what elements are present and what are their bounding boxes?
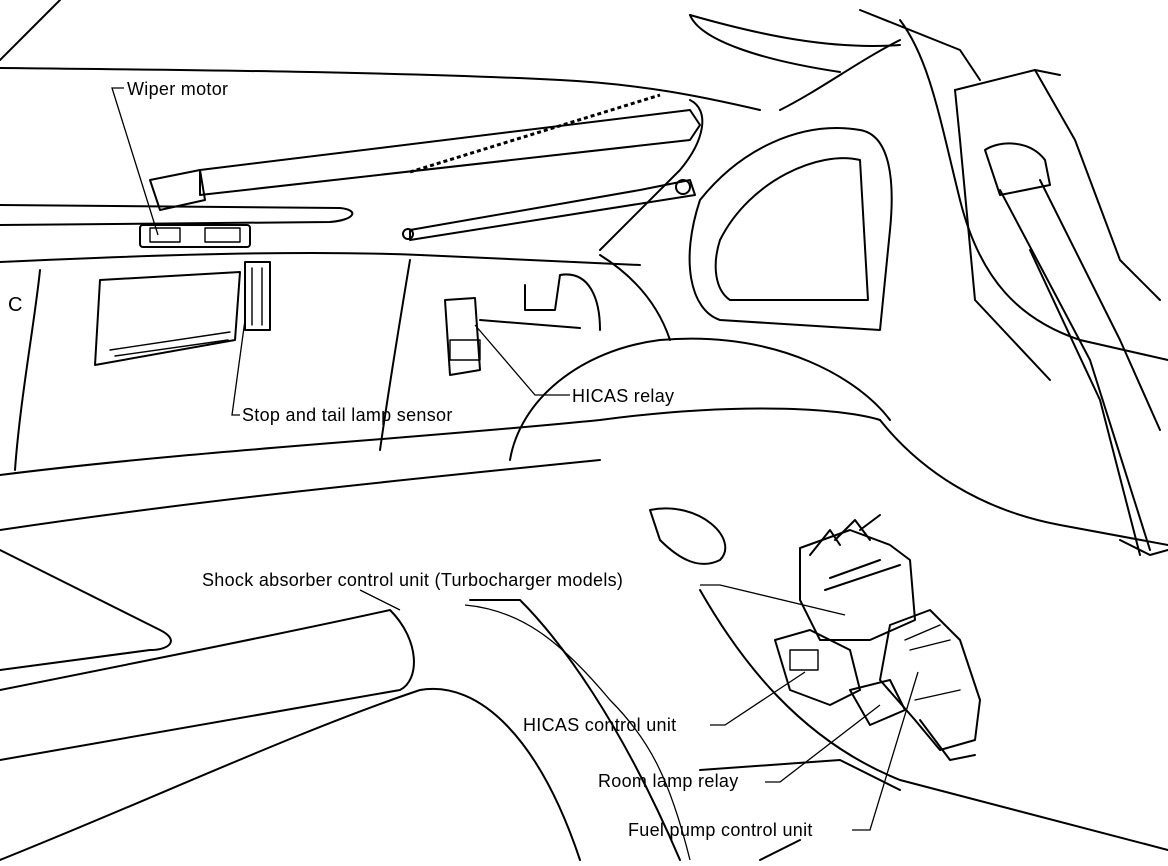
floor-tick xyxy=(759,839,801,861)
label-corner-letter: C xyxy=(8,294,23,316)
side-trim-edge xyxy=(379,259,411,451)
seat-back-top xyxy=(0,407,881,476)
seat-back-line xyxy=(0,459,601,531)
label-hicas-control-unit: HICAS control unit xyxy=(523,715,677,735)
shelf-front xyxy=(0,251,641,266)
pillar-trim-left xyxy=(954,89,1051,381)
shock-absorber-unit-body xyxy=(799,529,916,641)
shelf-edge xyxy=(0,204,354,226)
floor-panel xyxy=(0,687,581,861)
leader-shock-absorber xyxy=(700,584,846,616)
label-room-lamp-relay: Room lamp relay xyxy=(598,771,739,791)
belt-buckle xyxy=(1119,539,1168,556)
rear-quarter-lower xyxy=(879,419,1168,546)
side-trim-bracket xyxy=(524,273,601,331)
leader-stop-tail xyxy=(231,319,246,416)
floor-step xyxy=(699,759,901,791)
leader-room-lamp xyxy=(765,704,881,783)
wiper-motor-detail-1 xyxy=(149,227,181,243)
wiper-motor-detail-2 xyxy=(204,227,241,243)
label-wiper-motor: Wiper motor xyxy=(127,79,229,99)
seatbelt-strap-right xyxy=(1039,179,1161,431)
room-lamp-relay-body xyxy=(849,679,906,726)
left-trim-panel xyxy=(94,271,241,366)
upper-trim-lower xyxy=(689,14,841,73)
pillar-trim-right xyxy=(1034,69,1161,301)
wiper-pivot xyxy=(149,169,206,211)
hicas-control-unit-connector xyxy=(789,649,819,671)
leader-hicas-relay xyxy=(474,324,570,396)
quarter-window-inner xyxy=(714,157,869,301)
strut-end xyxy=(675,179,691,195)
floor-rail xyxy=(699,589,1168,851)
leader-hicas-control xyxy=(710,671,806,726)
floor-rib xyxy=(469,599,681,861)
label-stop-tail-lamp-sensor: Stop and tail lamp sensor xyxy=(242,405,453,425)
shock-absorber-wires xyxy=(824,559,901,591)
leader-fuel-pump xyxy=(852,671,919,831)
hicas-relay-connector xyxy=(449,339,481,361)
stop-tail-sensor-detail xyxy=(251,267,263,326)
seat-cushion-left xyxy=(0,549,172,671)
fuel-pump-unit-body xyxy=(879,609,981,751)
label-fuel-pump-control-unit: Fuel pump control unit xyxy=(628,820,813,840)
left-c-trim xyxy=(14,269,41,471)
c-pillar-top xyxy=(779,39,901,111)
label-shock-absorber-control-unit: Shock absorber control unit (Turbocharge… xyxy=(202,570,624,590)
roof-edge-line xyxy=(0,0,61,61)
strut-rod xyxy=(409,179,696,241)
fuel-pump-unit-detail xyxy=(904,624,961,701)
seat-cushion-center xyxy=(0,609,415,761)
seatbelt-strap-inner xyxy=(1029,249,1141,556)
wiper-blade xyxy=(409,93,661,174)
stop-tail-sensor-body xyxy=(244,261,271,331)
strut-start xyxy=(402,228,414,240)
c-pillar-outer xyxy=(899,19,1168,361)
hatch-opening-edge xyxy=(599,99,704,251)
wiper-arm xyxy=(199,109,701,196)
wheel-arch xyxy=(509,337,891,461)
upper-trim-line xyxy=(689,14,901,47)
floor-bump xyxy=(649,507,727,565)
fuel-pump-unit-mount xyxy=(919,719,976,761)
left-trim-grille xyxy=(109,331,231,357)
leader-shock-ext xyxy=(359,589,401,611)
wheel-house-top xyxy=(599,254,671,341)
trim-contour xyxy=(464,604,691,861)
roof-lining-line xyxy=(0,67,761,111)
hicas-control-unit-body xyxy=(774,629,861,706)
shock-absorber-brackets xyxy=(809,514,881,556)
label-hicas-relay: HICAS relay xyxy=(572,386,675,406)
seatbelt-strap-left xyxy=(999,189,1151,551)
wiper-motor-body xyxy=(139,224,251,248)
belt-guide xyxy=(984,142,1051,196)
relay-bracket-line xyxy=(479,319,581,329)
roof-corner-line xyxy=(859,9,981,81)
leader-wiper-motor xyxy=(111,87,159,236)
hicas-relay-body xyxy=(444,297,481,376)
quarter-window-outer xyxy=(688,127,893,331)
